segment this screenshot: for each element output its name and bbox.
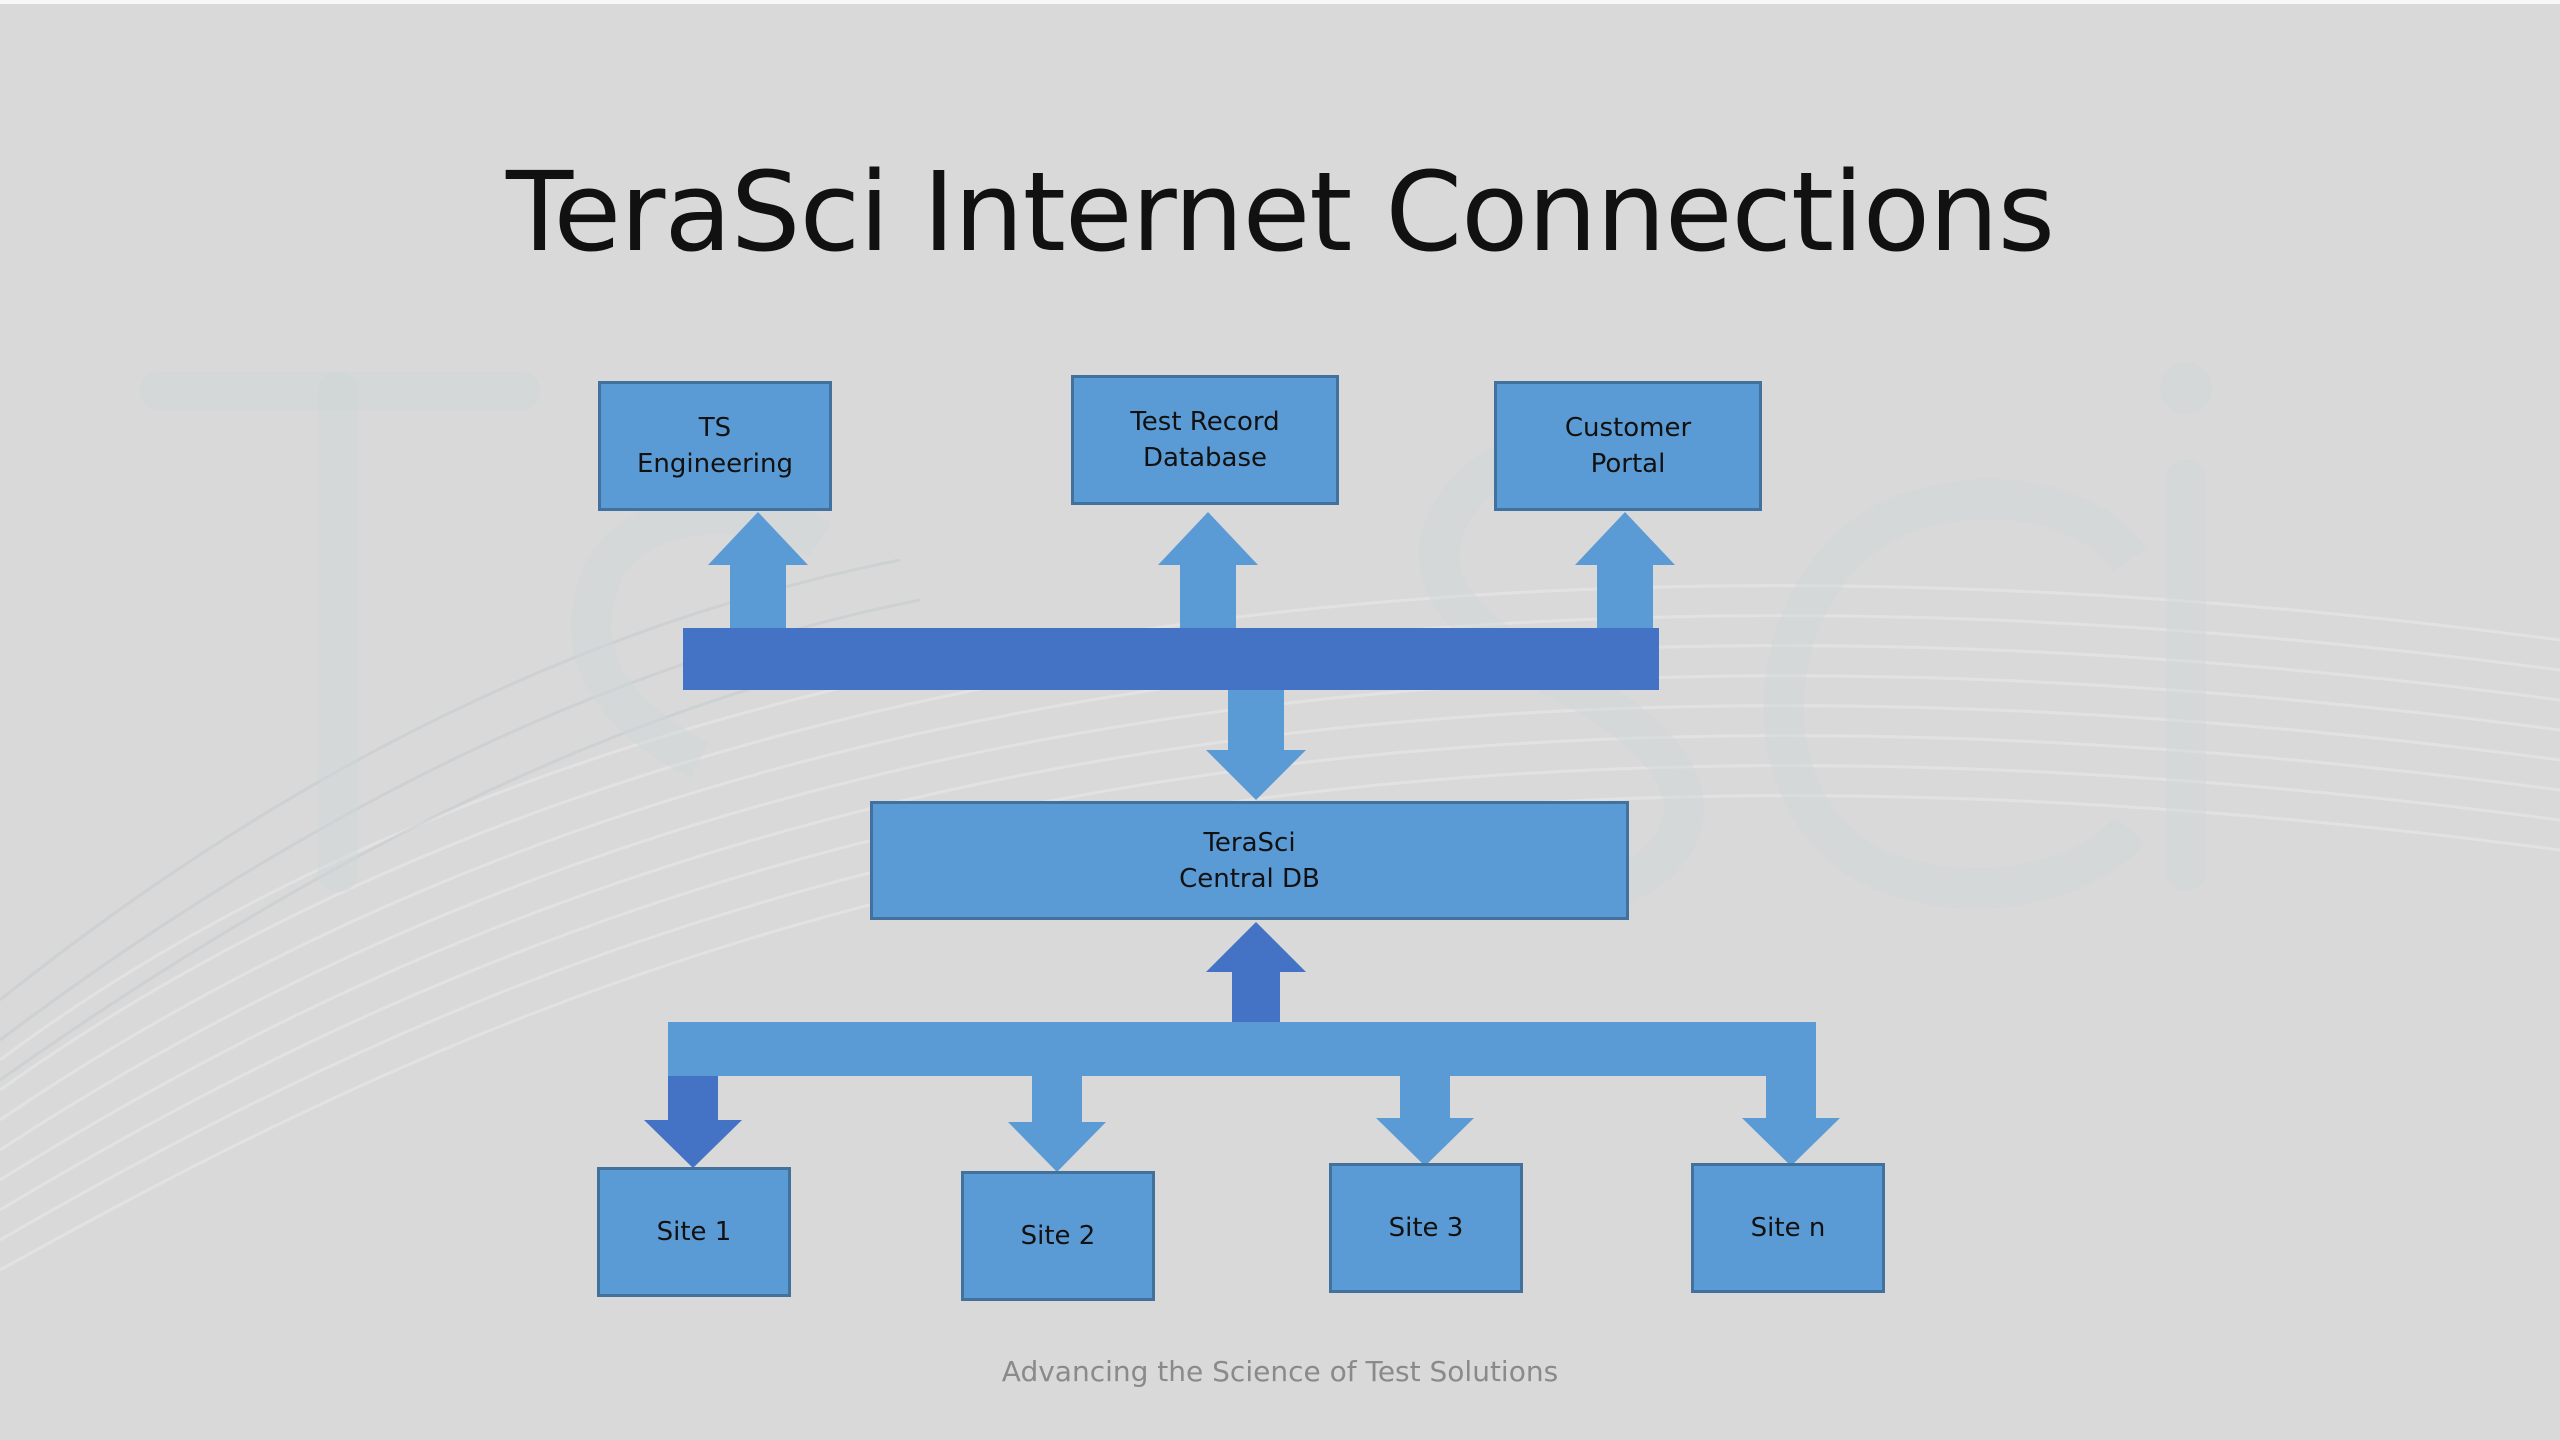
arrow-down-central-db xyxy=(1206,690,1306,800)
top-strip xyxy=(0,0,2560,4)
node-test-record-database: Test Record Database xyxy=(1071,375,1339,505)
arrow-up-test-record-database xyxy=(1158,512,1258,628)
site-bus xyxy=(668,1022,1816,1076)
node-ts-engineering: TS Engineering xyxy=(598,381,832,511)
node-site-n: Site n xyxy=(1691,1163,1885,1293)
node-customer-portal: Customer Portal xyxy=(1494,381,1762,511)
arrow-up-customer-portal xyxy=(1575,512,1675,628)
slide-footer: Advancing the Science of Test Solutions xyxy=(1001,1355,1559,1388)
arrow-down-site-2 xyxy=(1008,1076,1106,1172)
arrow-up-ts-engineering xyxy=(708,512,808,628)
arrow-down-site-n xyxy=(1742,1076,1840,1166)
slide-title: TeraSci Internet Connections xyxy=(505,148,2055,276)
distribution-bus xyxy=(683,628,1659,690)
node-site-2: Site 2 xyxy=(961,1171,1155,1301)
arrow-up-central-db xyxy=(1206,922,1306,1022)
node-site-1: Site 1 xyxy=(597,1167,791,1297)
node-terasci-central-db: TeraSci Central DB xyxy=(870,801,1629,920)
arrow-down-site-1 xyxy=(644,1076,742,1168)
node-site-3: Site 3 xyxy=(1329,1163,1523,1293)
arrow-down-site-3 xyxy=(1376,1076,1474,1166)
watermark-letter-shapes xyxy=(140,362,2212,892)
